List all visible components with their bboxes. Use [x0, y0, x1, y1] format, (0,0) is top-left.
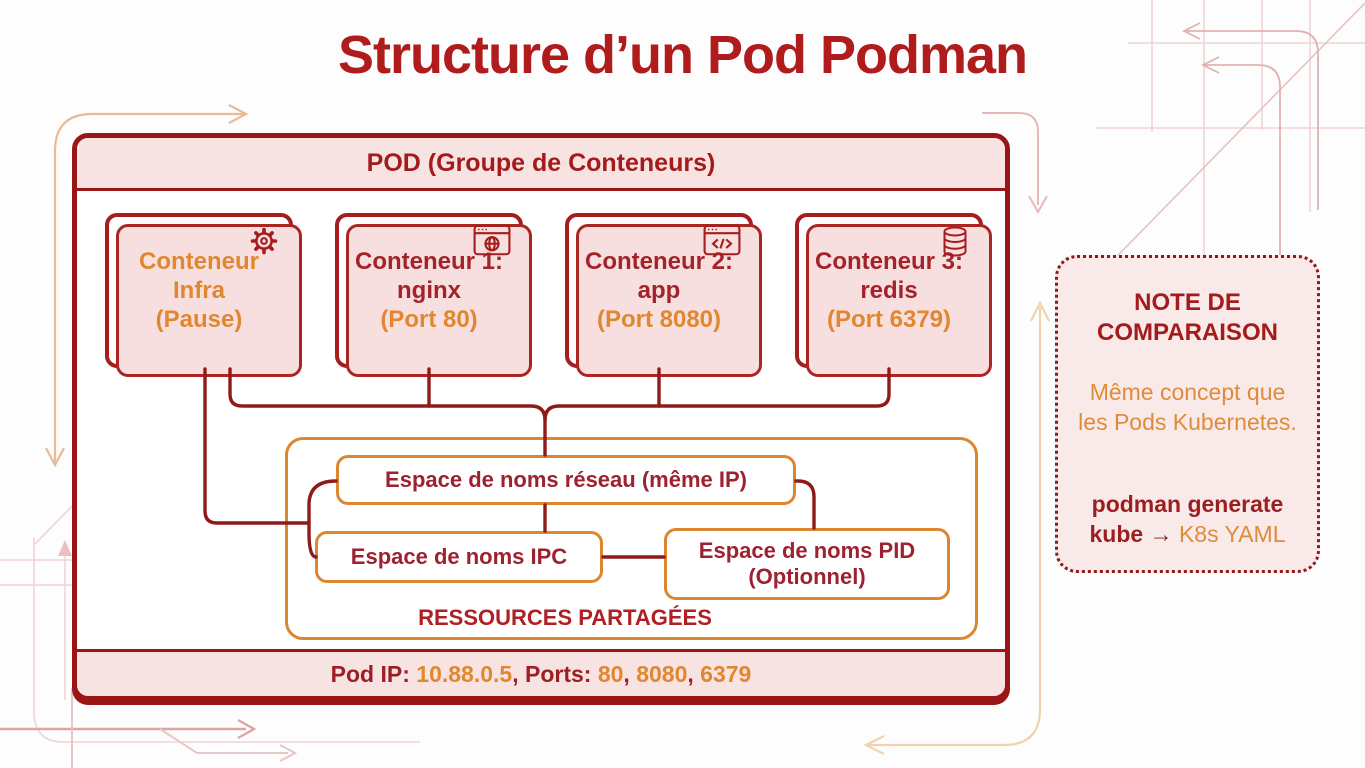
pod-header: POD (Groupe de Conteneurs) [77, 138, 1005, 191]
note-title: NOTE DE COMPARAISON [1097, 289, 1278, 346]
gear-icon [247, 224, 281, 265]
container-line: nginx [397, 276, 461, 304]
ports-label: , Ports: [512, 660, 598, 687]
pod-footer: Pod IP: 10.88.0.5, Ports: 80, 8080, 6379 [77, 649, 1005, 696]
container-line: Conteneur 1: [354, 247, 503, 275]
namespace-pid-box: Espace de noms PID (Optionnel) [664, 528, 950, 600]
container-infra: Conteneur Infra (Pause) [105, 213, 302, 377]
browser-globe-icon [473, 224, 511, 263]
container-line: Infra [172, 276, 225, 304]
container-nginx: Conteneur 1: nginx (Port 80) [335, 213, 532, 377]
container-app: Conteneur 2: app (Port 8080) [565, 213, 762, 377]
namespace-network-box: Espace de noms réseau (même IP) [336, 455, 796, 505]
container-line: redis [860, 276, 918, 304]
container-line: Conteneur 3: [814, 247, 963, 275]
comparison-note: NOTE DE COMPARAISON Même concept que les… [1055, 255, 1320, 573]
shared-resources-label: RESSOURCES PARTAGÉES [418, 605, 712, 630]
note-command: podman generate kube → K8s YAML [1076, 490, 1299, 550]
container-line: (Port 8080) [596, 306, 722, 334]
bottom-left-arrow [0, 718, 257, 740]
container-line: app [637, 276, 681, 304]
podman-command: podman generate kube [1089, 490, 1290, 547]
pod-ip-label: Pod IP: [330, 660, 417, 687]
small-up-arrowhead [58, 540, 72, 556]
page-title: Structure d’un Pod Podman [337, 25, 1028, 85]
command-result: K8s YAML [1178, 520, 1286, 547]
container-line: (Port 80) [380, 306, 478, 334]
port-6379: 6379 [700, 660, 752, 687]
pod-ip-value: 10.88.0.5 [416, 660, 513, 687]
port-80: 80 [597, 660, 624, 687]
arrow-glyph: → [1149, 520, 1179, 547]
namespace-pid-sublabel: (Optionnel) [748, 564, 866, 589]
code-window-icon [703, 224, 741, 263]
namespace-ipc-box: Espace de noms IPC [315, 531, 603, 583]
container-line: (Pause) [155, 306, 243, 334]
container-line: Conteneur [139, 247, 259, 275]
note-body: Même concept que les Pods Kubernetes. [1078, 379, 1297, 435]
container-line: Conteneur 2: [584, 247, 733, 275]
container-redis: Conteneur 3: redis (Port 6379) [795, 213, 992, 377]
container-line: (Port 6379) [826, 306, 952, 334]
namespace-network-label: Espace de noms réseau (même IP) [385, 466, 747, 492]
port-8080: 8080 [636, 660, 688, 687]
namespace-pid-label: Espace de noms PID [698, 537, 916, 563]
database-icon [939, 224, 971, 267]
namespace-ipc-label: Espace de noms IPC [350, 543, 568, 569]
